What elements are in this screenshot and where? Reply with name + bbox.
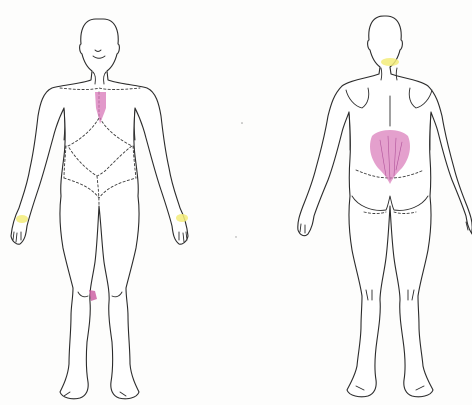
front-left-palm-pain	[176, 214, 188, 222]
back-figure	[298, 16, 472, 397]
paper-speck	[235, 236, 236, 237]
front-left-armpit-line	[134, 108, 135, 140]
back-body-outline	[298, 16, 472, 397]
front-right-palm-pain	[16, 215, 28, 223]
front-body-outline	[11, 19, 188, 399]
front-right-armpit-line	[64, 108, 65, 140]
back-lower-neck-pain	[381, 58, 399, 66]
front-figure	[11, 19, 188, 399]
paper-speck	[241, 122, 243, 124]
